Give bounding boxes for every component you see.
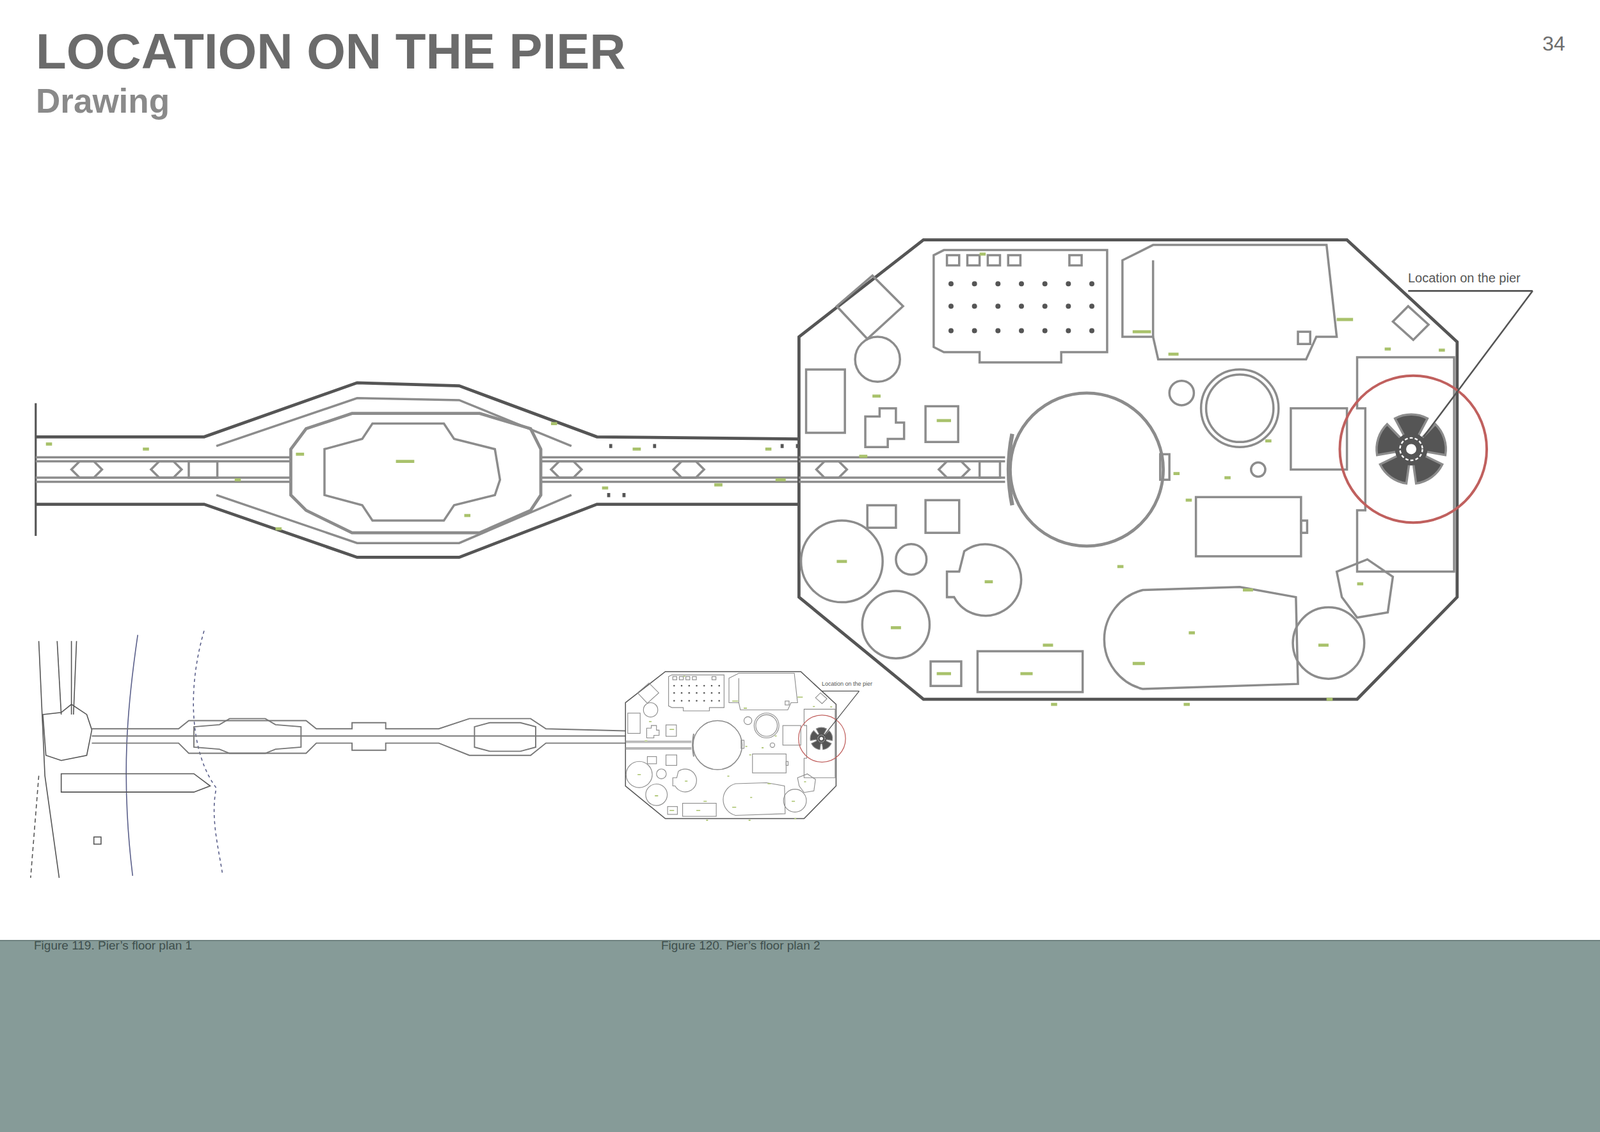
plan-shape	[816, 461, 848, 479]
plan-shape	[35, 504, 800, 558]
plan-shape	[151, 461, 182, 479]
plan-shape	[193, 630, 223, 873]
callout-label: Location on the pier	[1408, 270, 1521, 286]
figure-caption: Figure 119. Pier’s floor plan 1	[33, 938, 192, 953]
coastline	[30, 630, 223, 878]
plan-shape	[126, 634, 138, 876]
walkway	[35, 382, 800, 558]
page-subtitle: Drawing	[35, 81, 170, 121]
small-pier-head	[625, 671, 846, 820]
plan-shape	[540, 480, 799, 484]
plan-shape	[290, 413, 541, 534]
pier-head-plan	[798, 240, 1487, 704]
plan-shape	[938, 461, 970, 479]
plan-shape	[91, 718, 626, 731]
plan-shape	[35, 455, 292, 459]
plan-shape	[39, 640, 60, 878]
plan-shape	[821, 690, 859, 692]
small-leader-line	[821, 690, 859, 735]
plan-shape	[35, 382, 800, 440]
plan-shape	[56, 640, 61, 715]
plan-shape	[46, 423, 786, 529]
plan-shape	[71, 640, 73, 715]
footer-band	[0, 939, 1600, 1132]
plan-shape	[94, 836, 102, 844]
plan-shape	[1423, 290, 1533, 437]
plan-shape	[193, 718, 301, 753]
plan-shape	[540, 476, 799, 479]
leader-line	[1408, 290, 1533, 437]
plan-shape	[216, 494, 572, 543]
callout-label-small: Location on the pier	[821, 680, 873, 687]
plan-shape	[216, 398, 572, 447]
plan-shape	[91, 743, 626, 756]
plan-shape	[1408, 289, 1533, 292]
plan-shape	[324, 423, 500, 521]
figure-caption: Figure 120. Pier’s floor plan 2	[661, 938, 821, 953]
plan-shape	[30, 775, 40, 878]
plan-shape	[188, 461, 218, 479]
plan-shape	[607, 446, 800, 496]
walkway-detail	[35, 398, 1001, 543]
plan-shape	[551, 461, 582, 479]
plan-shape	[61, 773, 211, 792]
plan-shape	[673, 461, 704, 479]
plan-shape	[540, 460, 799, 463]
page-title: LOCATION ON THE PIER	[35, 23, 626, 81]
page-number: 34	[1542, 32, 1566, 56]
plan-shape	[474, 722, 536, 752]
plan-shape	[91, 734, 626, 736]
plan-shape	[42, 704, 93, 761]
plan-shape	[824, 690, 859, 735]
plan-shape	[73, 640, 77, 715]
small-walkway	[91, 718, 626, 755]
plan-shape	[34, 403, 37, 536]
plan-shape	[540, 455, 799, 459]
plan-shape	[71, 461, 103, 479]
plan-shape	[35, 480, 292, 484]
plan-shape	[979, 461, 1001, 479]
